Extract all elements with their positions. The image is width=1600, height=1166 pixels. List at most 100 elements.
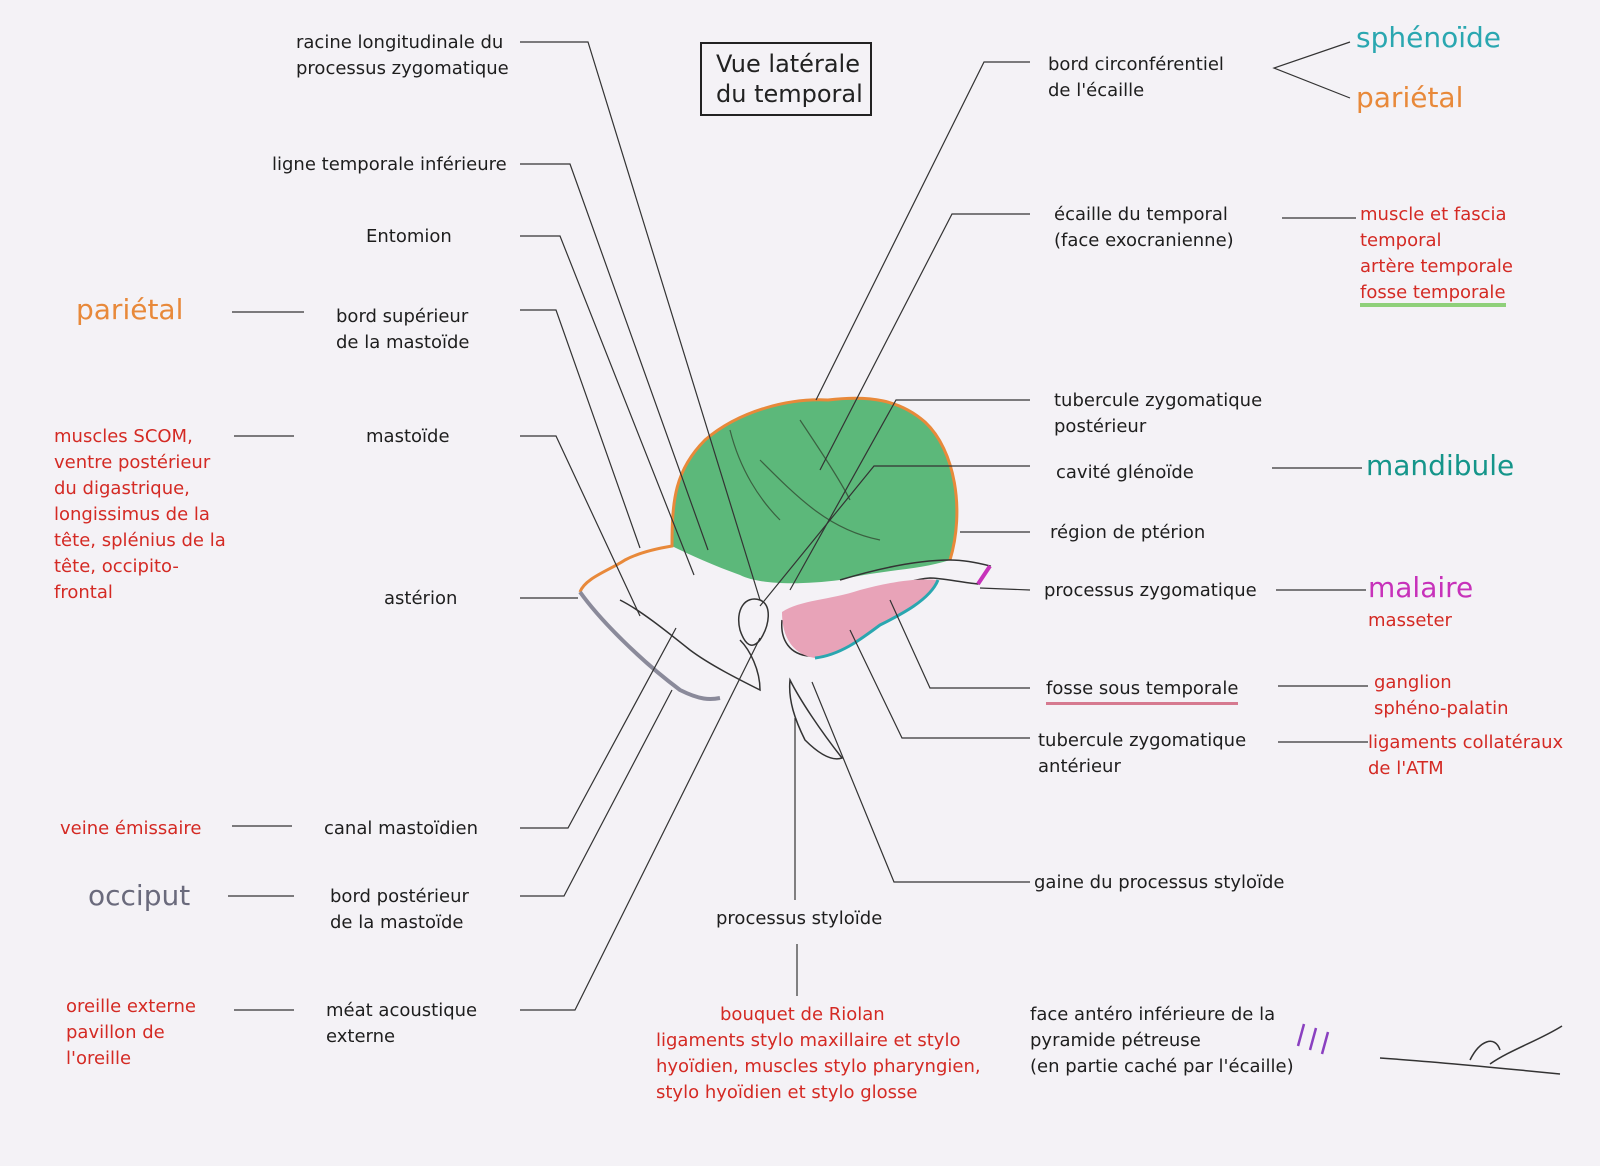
label-ganglion-l1: ganglion xyxy=(1374,672,1452,693)
label-muscles-l7: frontal xyxy=(54,582,113,603)
label-bord-post-l1: bord postérieur xyxy=(330,886,469,907)
label-entomion: Entomion xyxy=(366,226,452,247)
label-muscle-temporal: muscle et fascia temporal artère tempora… xyxy=(1360,202,1513,307)
label-muscles-l6: tête, occipito- xyxy=(54,556,179,577)
label-racine-l2: processus zygomatique xyxy=(296,58,509,79)
leader-cavite xyxy=(759,465,1030,607)
label-bord-sup-l1: bord supérieur xyxy=(336,306,469,327)
label-proc-zygo: processus zygomatique xyxy=(1044,580,1257,601)
leader-entomion xyxy=(520,235,695,576)
label-meat: méat acoustique externe xyxy=(326,998,477,1050)
label-tub-post-l2: postérieur xyxy=(1054,416,1147,437)
mastoid-inner xyxy=(619,599,761,692)
label-riolan-l2: ligaments stylo maxillaire et stylo xyxy=(656,1030,961,1051)
label-muscle-l3: artère temporale xyxy=(1360,256,1513,277)
zygo-tip xyxy=(976,564,992,586)
label-face-l1: face antéro inférieure de la xyxy=(1030,1004,1276,1025)
label-parietal-right: pariétal xyxy=(1356,81,1464,114)
label-riolan-l4: stylo hyoïdien et stylo glosse xyxy=(656,1082,918,1103)
fossa-border-teal xyxy=(814,579,940,660)
mastoid-outline xyxy=(578,590,721,701)
tick-sph-par xyxy=(1272,41,1351,99)
label-muscle-l2: temporal xyxy=(1360,230,1442,251)
label-riolan-l3: hyoïdien, muscles stylo pharyngien, xyxy=(656,1056,981,1077)
label-oreille-l1: oreille externe xyxy=(66,996,196,1017)
label-muscles: muscles SCOM, ventre postérieur du digas… xyxy=(54,424,226,606)
label-muscles-l5: tête, splénius de la xyxy=(54,530,226,551)
label-ecaille: écaille du temporal (face exocranienne) xyxy=(1054,202,1234,254)
label-meat-l2: externe xyxy=(326,1026,396,1047)
label-styloide: processus styloïde xyxy=(716,908,883,929)
label-canal: canal mastoïdien xyxy=(324,818,479,839)
label-mandibule: mandibule xyxy=(1366,449,1515,482)
meatus-outline xyxy=(738,598,769,646)
label-oreille: oreille externe pavillon de l'oreille xyxy=(66,994,196,1072)
label-bord-sup: bord supérieur de la mastoïde xyxy=(336,304,470,356)
label-masseter: masseter xyxy=(1368,610,1452,631)
label-muscle-l4: fosse temporale xyxy=(1360,282,1506,307)
label-veine: veine émissaire xyxy=(60,818,202,839)
temporal-squama xyxy=(672,398,957,584)
label-tub-ant-l2: antérieur xyxy=(1038,756,1121,777)
label-bord-post-l2: de la mastoïde xyxy=(330,912,464,933)
label-bord-post: bord postérieur de la mastoïde xyxy=(330,884,469,936)
label-racine-l1: racine longitudinale du xyxy=(296,32,504,53)
leader-bord-post xyxy=(520,689,673,897)
label-muscles-l4: longissimus de la xyxy=(54,504,210,525)
label-ligne: ligne temporale inférieure xyxy=(272,154,507,175)
label-racine: racine longitudinale du processus zygoma… xyxy=(296,30,509,82)
label-fosse-sous: fosse sous temporale xyxy=(1046,676,1239,705)
leader-fosse xyxy=(889,599,1030,689)
label-bord-circ-l1: bord circonférentiel xyxy=(1048,54,1224,75)
label-bord-circ: bord circonférentiel de l'écaille xyxy=(1048,52,1224,104)
label-malaire: malaire xyxy=(1368,571,1474,604)
label-ligaments: ligaments collatéraux de l'ATM xyxy=(1368,730,1563,782)
label-muscles-l2: ventre postérieur xyxy=(54,452,211,473)
label-ligaments-l2: de l'ATM xyxy=(1368,758,1444,779)
leader-ligne xyxy=(520,163,709,551)
label-occiput: occiput xyxy=(88,879,191,912)
leader-canal xyxy=(520,627,677,829)
leader-lines xyxy=(228,41,1368,1011)
label-muscles-l3: du digastrique, xyxy=(54,478,190,499)
label-tub-ant: tubercule zygomatique antérieur xyxy=(1038,728,1246,780)
label-sphenoide: sphénoïde xyxy=(1356,21,1501,54)
label-muscles-l1: muscles SCOM, xyxy=(54,426,193,447)
label-face-l2: pyramide pétreuse xyxy=(1030,1030,1201,1051)
label-tub-ant-l1: tubercule zygomatique xyxy=(1038,730,1247,751)
label-cavite: cavité glénoïde xyxy=(1056,462,1194,483)
infratemporal-fossa xyxy=(782,579,938,658)
hatch-mark xyxy=(1296,1023,1330,1055)
leader-bord-circ xyxy=(815,61,1030,401)
title-line-2: du temporal xyxy=(716,80,863,108)
label-ganglion: ganglion sphéno-palatin xyxy=(1374,670,1509,722)
label-mastoide: mastoïde xyxy=(366,426,450,447)
styloid-process xyxy=(788,677,844,760)
leader-bord-sup xyxy=(520,309,641,549)
title-box: Vue latérale du temporal xyxy=(700,42,872,116)
squama-vessels xyxy=(729,419,881,541)
label-pterion: région de ptérion xyxy=(1050,522,1206,543)
label-riolan: bouquet de Riolan ligaments stylo maxill… xyxy=(656,1002,981,1106)
leader-tub-ant xyxy=(849,629,1030,739)
label-meat-l1: méat acoustique xyxy=(326,1000,478,1021)
title-line-1: Vue latérale xyxy=(716,50,860,78)
label-gaine: gaine du processus styloïde xyxy=(1034,872,1285,893)
label-asterion: astérion xyxy=(384,588,458,609)
label-ecaille-l1: écaille du temporal xyxy=(1054,204,1228,225)
label-oreille-l3: l'oreille xyxy=(66,1048,132,1069)
label-tub-post-l1: tubercule zygomatique xyxy=(1054,390,1263,411)
label-oreille-l2: pavillon de xyxy=(66,1022,165,1043)
label-riolan-l1: bouquet de Riolan xyxy=(720,1004,885,1025)
signature xyxy=(1379,1025,1563,1075)
squama-border xyxy=(578,396,959,593)
label-face-l3: (en partie caché par l'écaille) xyxy=(1030,1056,1294,1077)
leader-proc-zygo xyxy=(979,587,1031,591)
leader-racine xyxy=(520,41,761,601)
leader-ecaille xyxy=(819,213,1030,471)
label-tub-post: tubercule zygomatique postérieur xyxy=(1054,388,1262,440)
label-face: face antéro inférieure de la pyramide pé… xyxy=(1030,1002,1294,1080)
label-ganglion-l2: sphéno-palatin xyxy=(1374,698,1509,719)
leader-gaine xyxy=(811,681,1030,883)
